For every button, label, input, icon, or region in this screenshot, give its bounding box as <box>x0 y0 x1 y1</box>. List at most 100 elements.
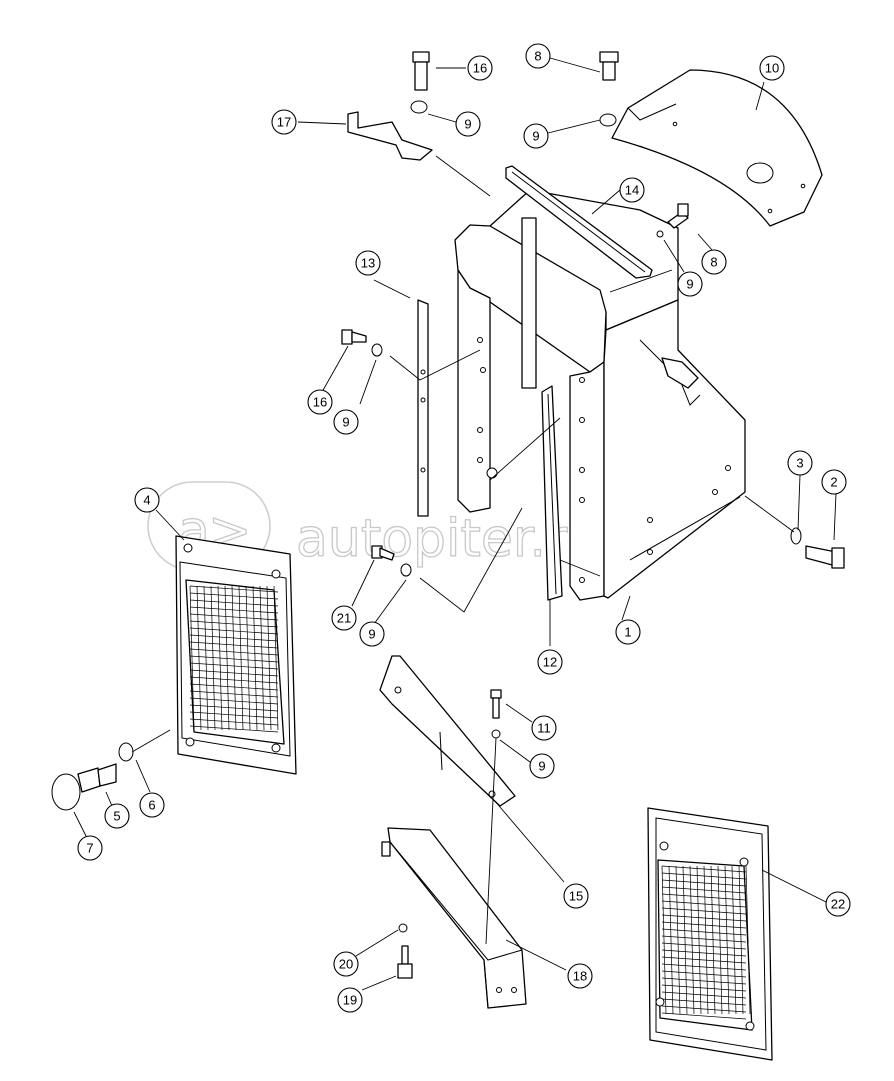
washer-6 <box>118 742 134 762</box>
mesh-line <box>189 641 279 649</box>
svg-text:9: 9 <box>686 277 693 292</box>
callout-18: 18 <box>567 963 593 989</box>
callout-3: 3 <box>787 450 813 476</box>
callout-14: 14 <box>619 177 645 203</box>
callout-13: 13 <box>355 250 381 276</box>
mesh-line <box>189 676 279 684</box>
mesh-line <box>245 585 251 731</box>
mesh-line <box>273 585 279 731</box>
callout-11: 11 <box>531 715 557 741</box>
callout-15: 15 <box>563 883 589 909</box>
washer-9-lower <box>400 563 412 577</box>
mesh-line <box>661 963 747 971</box>
svg-text:17: 17 <box>277 115 291 130</box>
callout-labels: 1 2 3 4 5 6 7 8 8 9 9 9 9 9 9 10 <box>77 43 851 1013</box>
washer-9-hood <box>599 113 617 127</box>
mesh-line <box>703 865 709 1015</box>
svg-text:1: 1 <box>624 625 631 640</box>
svg-text:9: 9 <box>538 759 545 774</box>
callout-6: 6 <box>139 792 165 818</box>
part-left-strip <box>417 299 429 517</box>
washer-9-top <box>410 100 428 114</box>
mesh-line <box>661 928 747 936</box>
mesh-line <box>189 606 279 614</box>
mesh-line <box>724 865 730 1015</box>
washer-9-right <box>656 230 664 238</box>
mesh-line <box>189 690 279 698</box>
svg-text:19: 19 <box>343 993 357 1008</box>
mesh-line <box>661 921 747 929</box>
mesh-line <box>189 725 279 733</box>
bolt-21 <box>371 545 395 561</box>
callout-8-top: 8 <box>525 43 551 69</box>
callout-9-bottom: 9 <box>529 753 555 779</box>
bolt-16-left <box>341 329 367 345</box>
svg-text:14: 14 <box>625 183 639 198</box>
svg-text:2: 2 <box>830 475 837 490</box>
part-top-angle-bar <box>505 165 653 279</box>
callout-9-top: 9 <box>455 111 481 137</box>
mesh-line <box>661 970 747 978</box>
mesh-line <box>189 669 279 677</box>
mesh-line <box>661 886 747 894</box>
mesh-line <box>189 718 279 726</box>
mesh-line <box>266 585 272 731</box>
mesh-line <box>661 907 747 915</box>
mesh-line <box>189 627 279 635</box>
mesh-line <box>661 956 747 964</box>
mesh-line <box>682 865 688 1015</box>
mesh-line <box>661 1005 747 1013</box>
callout-20: 20 <box>333 951 359 977</box>
callout-19: 19 <box>337 987 363 1013</box>
callout-1: 1 <box>615 619 641 645</box>
svg-text:5: 5 <box>113 809 120 824</box>
callout-2: 2 <box>821 469 847 495</box>
mesh-line <box>675 865 681 1015</box>
svg-text:21: 21 <box>337 611 351 626</box>
mesh-line <box>661 914 747 922</box>
mesh-line <box>661 977 747 985</box>
bolt-11 <box>490 689 502 719</box>
callout-9-right: 9 <box>677 271 703 297</box>
svg-text:13: 13 <box>361 256 375 271</box>
mesh-line <box>745 865 751 1015</box>
part-bottom-support <box>381 827 527 1009</box>
callout-9-hood: 9 <box>523 123 549 149</box>
mesh-line <box>731 865 737 1015</box>
mesh-line <box>661 942 747 950</box>
mesh-line <box>189 585 279 593</box>
right-grille-mesh <box>661 865 751 1020</box>
bolt-16-top <box>412 51 430 91</box>
svg-text:9: 9 <box>342 415 349 430</box>
svg-text:18: 18 <box>573 969 587 984</box>
callout-12: 12 <box>537 649 563 675</box>
part-left-grille <box>175 535 297 775</box>
callout-21: 21 <box>331 605 357 631</box>
mesh-line <box>661 900 747 908</box>
mesh-line <box>189 655 279 663</box>
part-radiator-shroud <box>454 189 746 601</box>
mesh-line <box>252 585 258 731</box>
mesh-line <box>661 991 747 999</box>
mesh-line <box>661 893 747 901</box>
svg-text:4: 4 <box>143 493 150 508</box>
bolt-19 <box>397 945 413 979</box>
mesh-line <box>238 585 244 731</box>
svg-text:6: 6 <box>148 798 155 813</box>
left-grille-mesh <box>189 585 279 733</box>
svg-text:9: 9 <box>532 129 539 144</box>
svg-text:22: 22 <box>831 897 845 912</box>
svg-text:12: 12 <box>543 655 557 670</box>
callout-7: 7 <box>77 835 103 861</box>
bolt-2 <box>805 545 845 569</box>
svg-text:8: 8 <box>710 255 717 270</box>
mesh-line <box>661 1012 747 1020</box>
svg-text:9: 9 <box>464 117 471 132</box>
mesh-line <box>189 711 279 719</box>
svg-text:7: 7 <box>86 841 93 856</box>
mesh-line <box>189 697 279 705</box>
mesh-line <box>189 613 279 621</box>
part-right-grille <box>647 807 773 1061</box>
mesh-line <box>661 984 747 992</box>
